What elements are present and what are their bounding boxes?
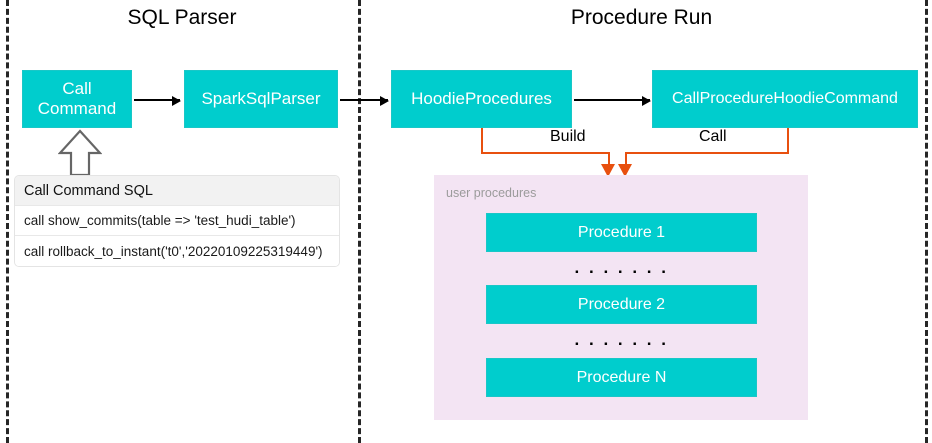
sql-table-row: call show_commits(table => 'test_hudi_ta… xyxy=(15,206,339,236)
arrow-call-command-to-spark-sql-parser xyxy=(134,96,181,106)
node-hoodie-procedures[interactable]: HoodieProcedures xyxy=(391,70,572,128)
procedure-box-1[interactable]: Procedure 1 xyxy=(486,213,757,252)
edge-label-call: Call xyxy=(694,128,732,146)
section-title-procedure-run: Procedure Run xyxy=(570,6,713,29)
arrow-hoodie-procedures-to-call-procedure-hoodie-command xyxy=(574,96,651,106)
procedure-box-2-label: Procedure 2 xyxy=(577,295,666,313)
node-spark-sql-parser-label: SparkSqlParser xyxy=(201,88,321,108)
divider-right xyxy=(925,0,928,443)
node-spark-sql-parser[interactable]: SparkSqlParser xyxy=(184,70,338,128)
ellipsis-2: . . . . . . . xyxy=(574,330,669,349)
connector-build-arrowhead xyxy=(601,164,615,177)
procedure-box-n-label: Procedure N xyxy=(576,368,667,386)
node-hoodie-procedures-label: HoodieProcedures xyxy=(411,88,552,108)
connector-call-vertical xyxy=(787,128,789,154)
connector-call-arrowhead xyxy=(618,164,632,177)
connector-build-vertical xyxy=(481,128,483,154)
connector-build-drop xyxy=(608,152,610,168)
call-command-sql-table: Call Command SQL call show_commits(table… xyxy=(14,175,340,267)
connector-build-horizontal xyxy=(481,152,609,154)
node-call-command-line2: Command xyxy=(37,99,117,118)
connector-call-drop xyxy=(625,152,627,168)
arrow-spark-sql-parser-to-hoodie-procedures xyxy=(340,96,389,106)
sql-table-row: call rollback_to_instant('t0','202201092… xyxy=(15,236,339,266)
edge-label-build: Build xyxy=(545,128,591,146)
ellipsis-1: . . . . . . . xyxy=(574,258,669,277)
procedure-box-2[interactable]: Procedure 2 xyxy=(486,285,757,324)
section-title-sql-parser: SQL Parser xyxy=(127,6,237,29)
node-call-command[interactable]: Call Command xyxy=(22,70,132,128)
divider-middle xyxy=(358,0,361,443)
node-call-procedure-hoodie-command[interactable]: CallProcedureHoodieCommand xyxy=(652,70,918,128)
connector-call-horizontal xyxy=(625,152,789,154)
user-procedures-label: user procedures xyxy=(446,186,537,200)
divider-left xyxy=(6,0,9,443)
procedure-box-n[interactable]: Procedure N xyxy=(486,358,757,397)
node-call-procedure-hoodie-command-label: CallProcedureHoodieCommand xyxy=(672,90,898,108)
up-arrow-icon xyxy=(57,129,103,177)
procedure-box-1-label: Procedure 1 xyxy=(577,223,666,241)
sql-table-header: Call Command SQL xyxy=(15,176,339,206)
node-call-command-line1: Call xyxy=(62,78,92,98)
